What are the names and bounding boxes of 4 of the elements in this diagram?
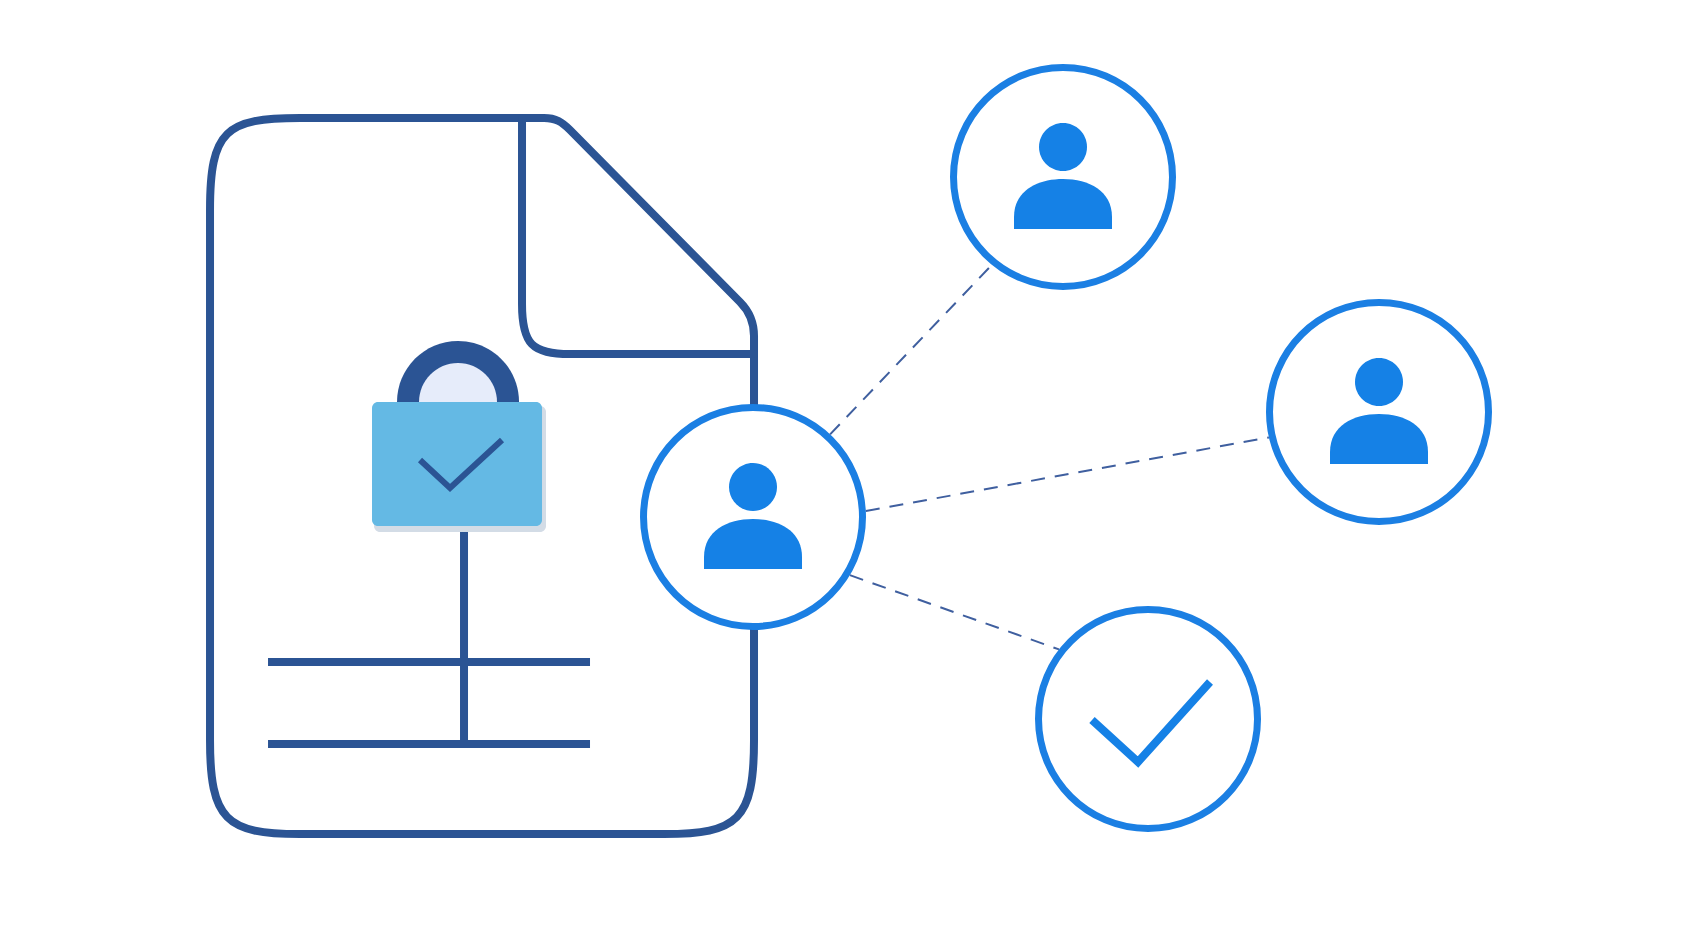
connector-line [829,263,993,436]
connector-line [848,574,1060,651]
connector-line [864,436,1270,513]
circle [1035,606,1261,832]
